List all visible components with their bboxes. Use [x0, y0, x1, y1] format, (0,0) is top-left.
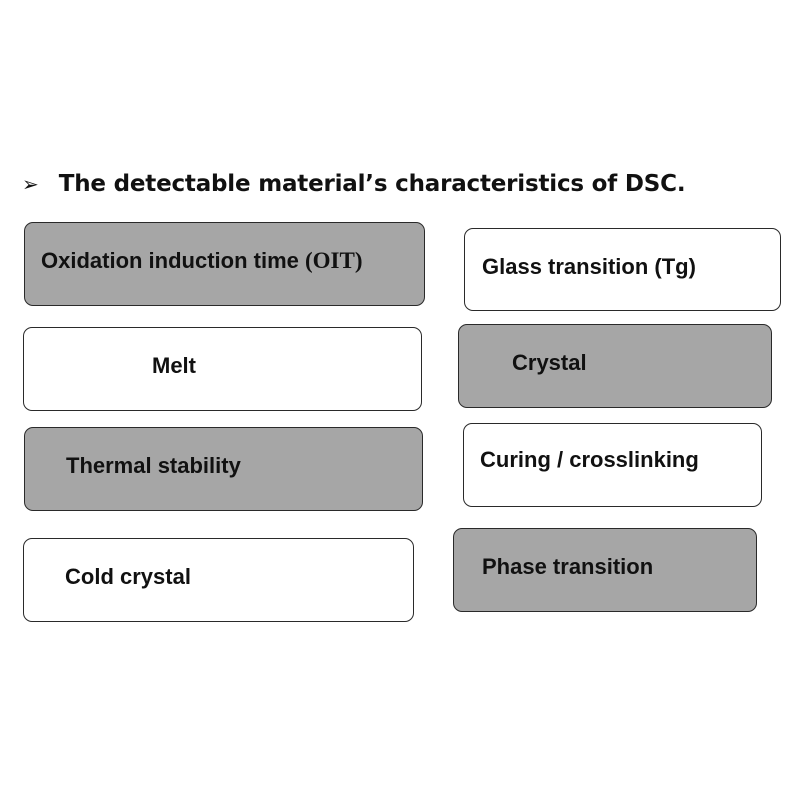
crystal-label: Crystal: [512, 350, 587, 375]
oxidation-induction-time-box: Oxidation induction time (OIT): [24, 222, 425, 306]
phase-transition-label: Phase transition: [482, 554, 654, 579]
cold-crystal-box: Cold crystal: [23, 538, 414, 622]
glass-transition-box: Glass transition (Tg): [464, 228, 781, 311]
glass-transition-label: Glass transition (Tg): [482, 253, 696, 279]
oit-label-abbr: (OIT): [305, 248, 363, 273]
curing-crosslinking-label: Curing / crosslinking: [480, 447, 699, 472]
crystal-box: Crystal: [458, 324, 772, 408]
phase-transition-box: Phase transition: [453, 528, 757, 612]
heading-text: The detectable material’s characteristic…: [58, 171, 686, 197]
curing-crosslinking-box: Curing / crosslinking: [463, 423, 762, 507]
oit-label-main: Oxidation induction time: [41, 248, 305, 273]
section-heading: ➢ The detectable material’s characterist…: [22, 166, 686, 202]
melt-box: Melt: [23, 327, 422, 411]
arrow-bullet-icon: ➢: [22, 172, 39, 196]
melt-label: Melt: [152, 353, 196, 378]
thermal-stability-box: Thermal stability: [24, 427, 423, 511]
thermal-stability-label: Thermal stability: [66, 453, 241, 478]
cold-crystal-label: Cold crystal: [65, 564, 191, 589]
oxidation-induction-time-label: Oxidation induction time (OIT): [41, 248, 363, 274]
